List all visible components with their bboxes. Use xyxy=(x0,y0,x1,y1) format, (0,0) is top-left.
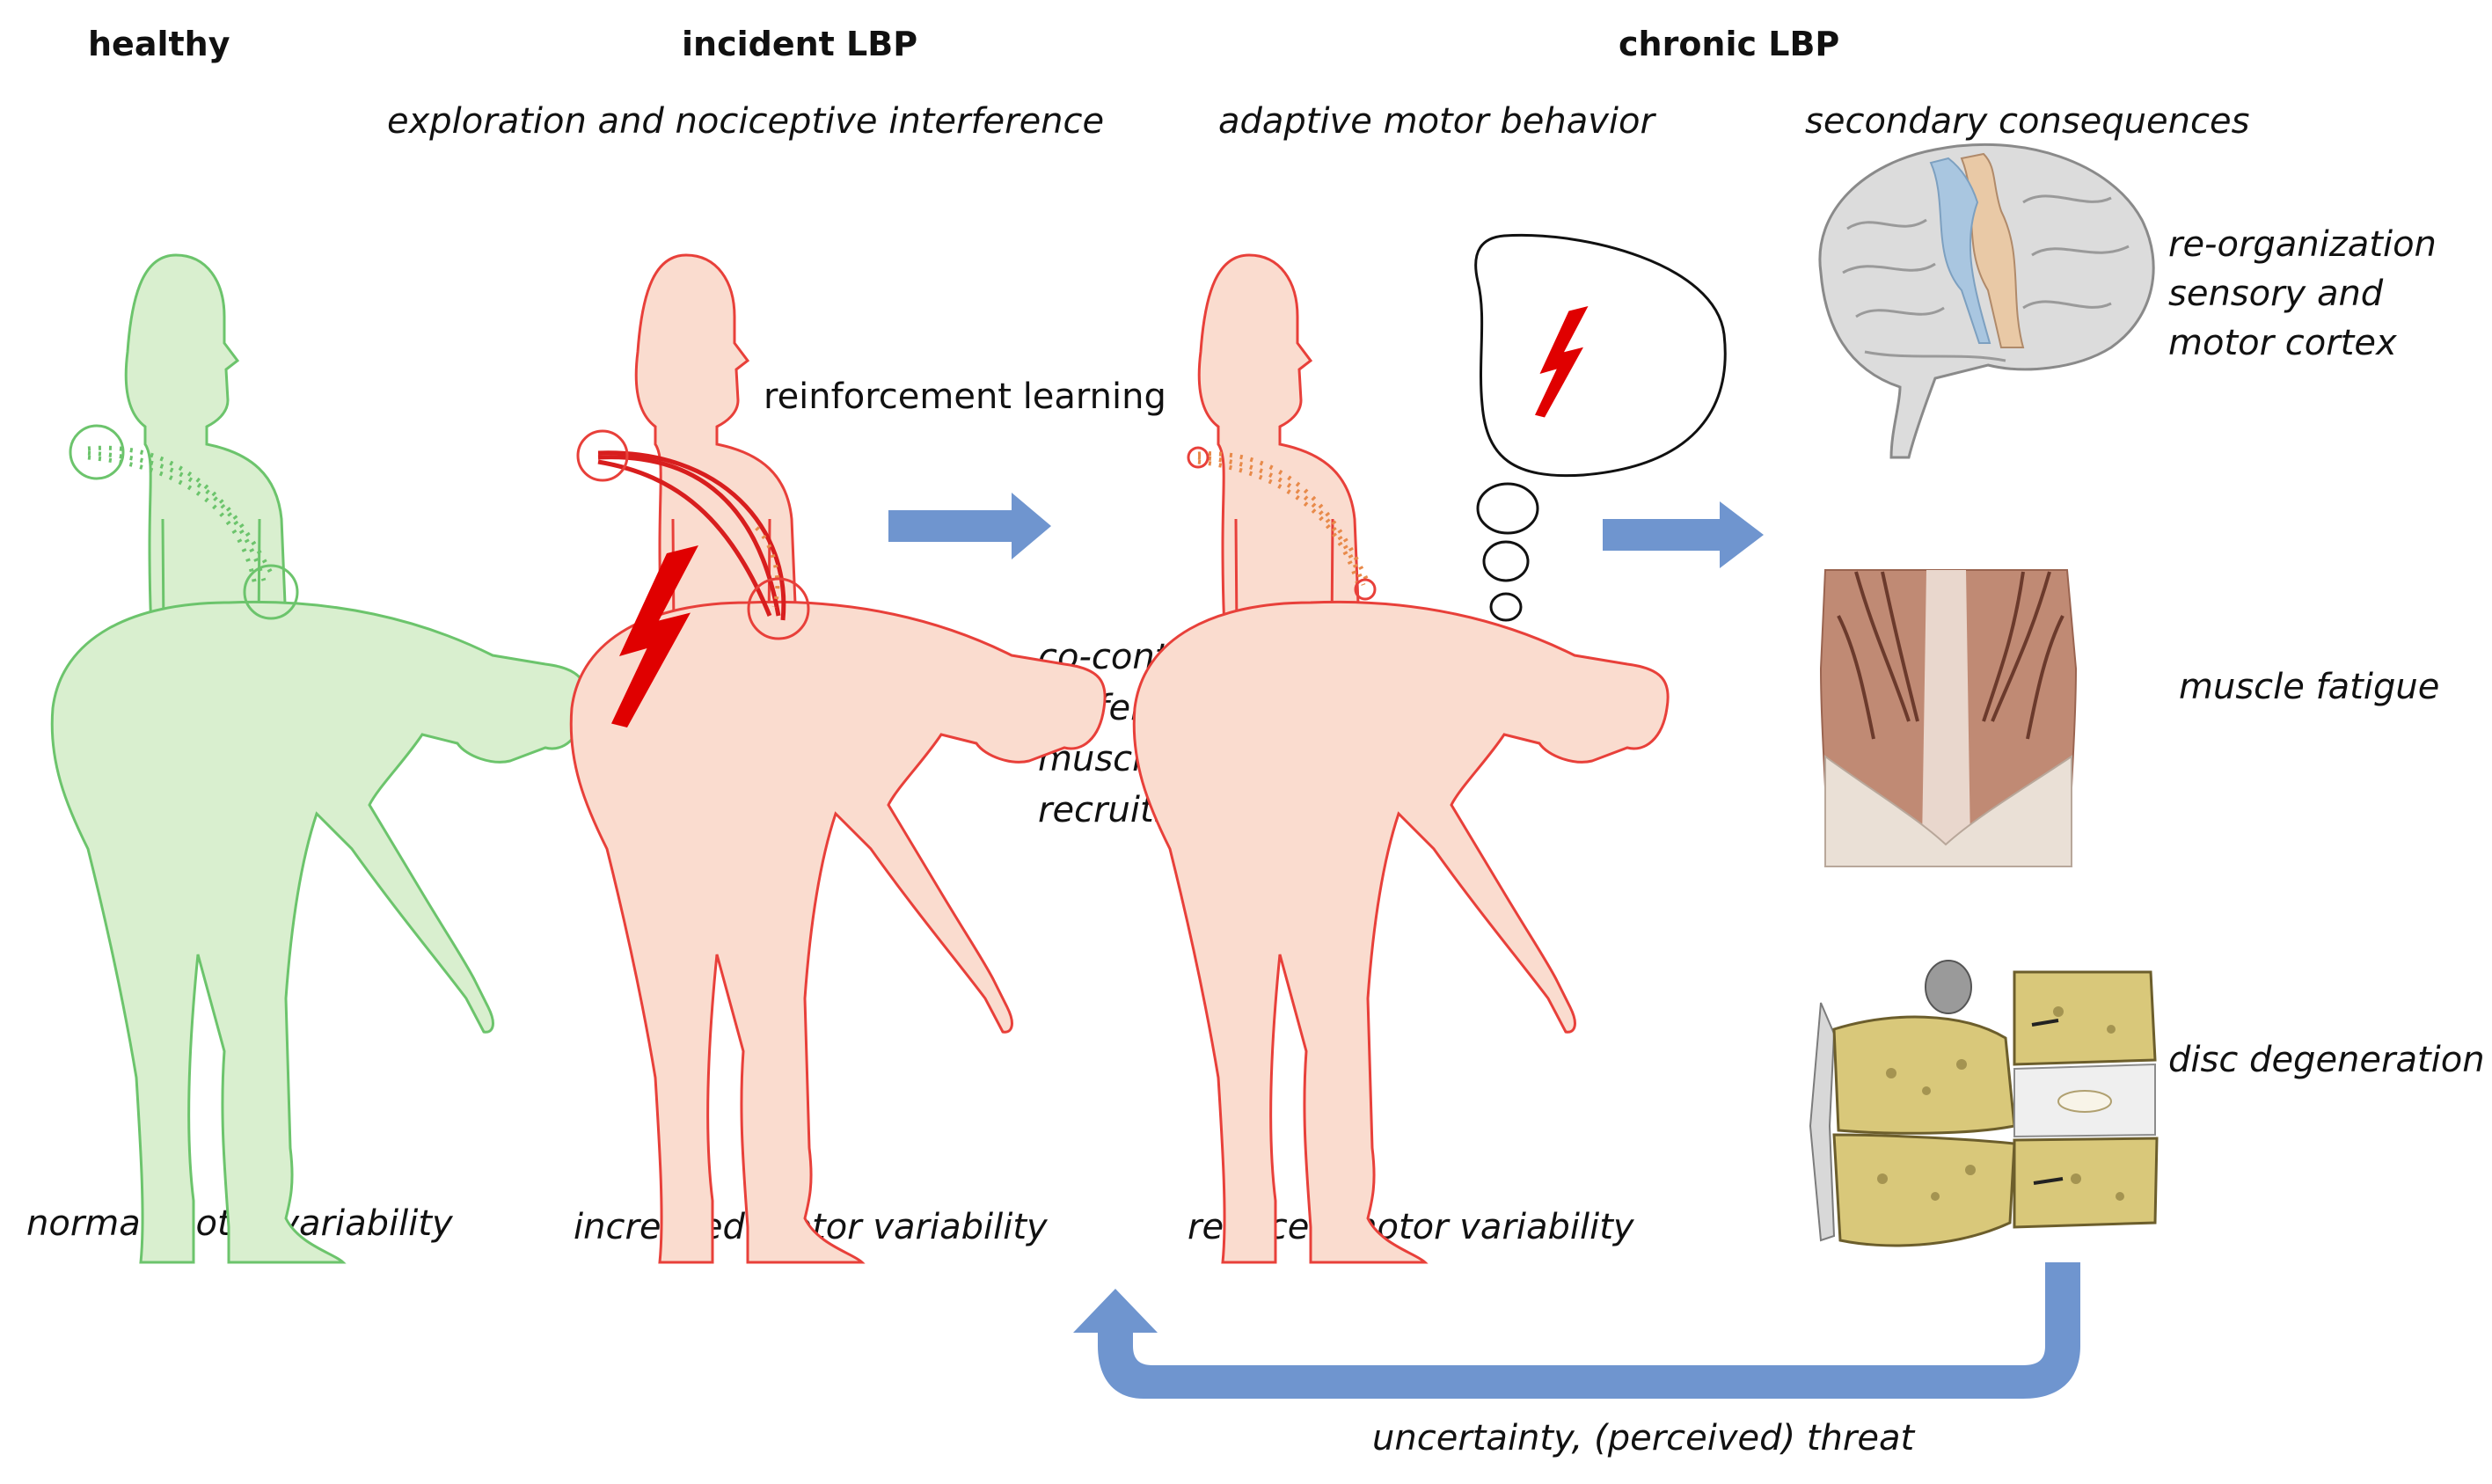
incident-joint-circle-hip xyxy=(747,577,810,640)
chronic-joint-circle-hip xyxy=(1354,578,1377,601)
subtitle-adaptive: adaptive motor behavior xyxy=(1218,101,1655,142)
subtitle-exploration: exploration and nociceptive interference xyxy=(387,101,1105,142)
arrow-right-2 xyxy=(1603,501,1764,568)
return-arrow xyxy=(1073,1262,2080,1399)
incident-solid-paths xyxy=(597,450,786,621)
reorg-line-1: re-organization xyxy=(2168,224,2437,265)
incident-figure xyxy=(569,253,1107,1264)
vertebrae-illustration xyxy=(1809,960,2159,1247)
header-chronic-lbp: chronic LBP xyxy=(1619,25,1840,63)
label-muscle-fatigue: muscle fatigue xyxy=(2179,667,2440,707)
healthy-joint-circle-shoulder xyxy=(69,424,125,480)
brain-illustration xyxy=(1818,143,2155,459)
chronic-dotted-paths xyxy=(1197,451,1370,588)
subtitle-secondary: secondary consequences xyxy=(1805,101,2250,142)
chronic-joint-circle-shoulder xyxy=(1187,446,1209,469)
label-threat: uncertainty, (perceived) threat xyxy=(1372,1418,1915,1458)
healthy-figure xyxy=(50,253,588,1264)
label-disc-degeneration: disc degeneration xyxy=(2168,1040,2485,1080)
arrow-right-1 xyxy=(888,493,1051,559)
header-healthy: healthy xyxy=(88,25,230,63)
incident-joint-circle-shoulder xyxy=(576,429,629,482)
thought-bubble xyxy=(1474,233,1727,622)
reorg-line-2: sensory and xyxy=(2168,274,2384,314)
label-reorganization: re-organization sensory and motor cortex xyxy=(2168,220,2437,368)
incident-dotted-path xyxy=(755,526,780,608)
back-muscles-illustration xyxy=(1819,569,2078,867)
healthy-joint-circle-hip xyxy=(243,564,299,620)
reorg-line-3: motor cortex xyxy=(2168,323,2397,363)
header-incident-lbp: incident LBP xyxy=(682,25,918,63)
label-reinforcement-learning: reinforcement learning xyxy=(764,376,1166,417)
